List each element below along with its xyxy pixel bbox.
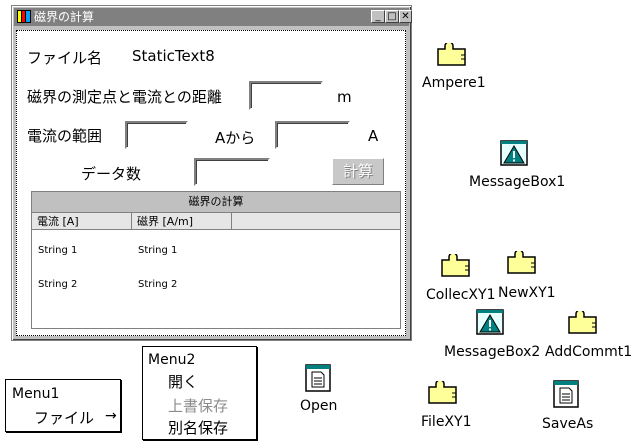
range-from-label: Aから [215,129,256,147]
menu2-item-open[interactable]: 開く [168,373,199,391]
range-to-input[interactable] [275,121,350,149]
newxy1-label[interactable]: NewXY1 [498,285,556,301]
distance-label: 磁界の測定点と電流との距離 [27,88,222,106]
menu1-component[interactable]: Menu1 ファイル → [5,379,121,432]
puzzle-icon[interactable] [568,311,598,335]
messagebox1-label[interactable]: MessageBox1 [469,174,566,190]
grid-header-field[interactable]: 磁界 [A/m] [132,213,232,230]
data-count-input[interactable] [194,158,270,186]
grid-caption: 磁界の計算 [32,192,400,213]
filename-label: ファイル名 [27,49,103,67]
menu1-title: Menu1 [12,386,60,402]
form-client-area: ファイル名 StaticText8 磁界の測定点と電流との距離 m 電流の範囲 … [16,30,406,336]
grid-cell: String 1 [38,245,78,256]
document-icon[interactable] [553,380,579,408]
puzzle-icon[interactable] [437,43,467,67]
menu2-item-save[interactable]: 上書保存 [168,397,229,415]
data-count-label: データ数 [81,165,142,183]
title-bar[interactable]: 磁界の計算 _ □ ✕ [14,8,412,26]
puzzle-icon[interactable] [507,251,537,275]
warning-icon[interactable] [476,309,504,335]
menu2-component[interactable]: Menu2 開く 上書保存 別名保存 [142,346,257,440]
collecxy1-label[interactable]: CollecXY1 [426,287,496,303]
calculate-button[interactable]: 計算 [332,158,384,185]
saveas-label[interactable]: SaveAs [542,416,594,432]
distance-unit: m [337,88,352,106]
result-grid[interactable]: 磁界の計算 電流 [A] 磁界 [A/m] String 1 String 1 … [31,191,401,329]
range-label: 電流の範囲 [27,127,103,145]
range-from-input[interactable] [125,121,188,149]
range-unit: A [368,127,379,145]
grid-cell: String 2 [38,279,78,290]
grid-header-empty [232,213,400,230]
menu1-item-file[interactable]: ファイル [34,409,95,427]
ampere1-label[interactable]: Ampere1 [422,75,486,91]
filexy1-label[interactable]: FileXY1 [421,414,472,430]
addcommt1-label[interactable]: AddCommt1 [545,344,633,360]
messagebox2-label[interactable]: MessageBox2 [444,344,541,360]
document-icon[interactable] [305,364,331,392]
open-label[interactable]: Open [300,398,338,414]
warning-icon[interactable] [500,140,528,166]
maximize-button[interactable]: □ [385,10,399,23]
filename-static-text: StaticText8 [132,47,215,65]
submenu-arrow-icon: → [105,408,117,424]
app-icon [17,10,31,23]
minimize-button[interactable]: _ [371,10,385,23]
menu2-title: Menu2 [148,352,196,368]
grid-header-current[interactable]: 電流 [A] [32,213,132,230]
distance-input[interactable] [249,81,323,110]
puzzle-icon[interactable] [441,254,471,278]
window-title: 磁界の計算 [34,10,95,24]
grid-cell: String 2 [138,279,178,290]
close-button[interactable]: ✕ [399,10,412,23]
menu2-item-saveas[interactable]: 別名保存 [168,419,229,437]
grid-cell: String 1 [138,245,178,256]
form-window: 磁界の計算 _ □ ✕ ファイル名 StaticText8 磁界の測定点と電流と… [11,5,412,341]
puzzle-icon[interactable] [428,381,458,405]
